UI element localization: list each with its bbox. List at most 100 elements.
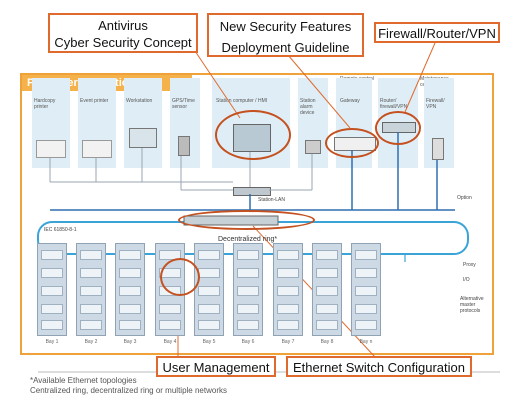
bay-slot: [80, 286, 102, 296]
bay-label: Bay 5: [202, 339, 216, 345]
bay-label: Bay 6: [241, 339, 255, 345]
bay-slot: [277, 304, 299, 314]
bay-slot: [119, 304, 141, 314]
station-computer-highlight: [215, 110, 291, 160]
gps-label: GPS/Time sensor: [172, 98, 195, 110]
gps-icon: [178, 136, 190, 156]
router-highlight: [375, 111, 421, 145]
printer-icon: [82, 140, 112, 158]
user-management-callout: User Management: [156, 356, 276, 377]
bay-slot: [316, 250, 338, 260]
printer-icon: [36, 140, 66, 158]
features-text: New Security Features: [219, 19, 352, 34]
bay-cabinet: [351, 243, 381, 336]
bay-slot: [198, 304, 220, 314]
bay-label: Bay n: [359, 339, 373, 345]
workstation-label: Workstation: [126, 98, 153, 104]
gateway-label: Gateway: [340, 98, 360, 104]
bay-slot: [237, 320, 259, 330]
gateway-highlight: [325, 128, 379, 158]
antivirus-text: Antivirus: [98, 18, 148, 33]
hardcopy-label: Hardcopy printer: [34, 98, 56, 110]
perimeter-frame: [20, 73, 494, 355]
firewall-icon: [432, 138, 444, 160]
bay-label: Bay 2: [84, 339, 98, 345]
bay-cabinet: [312, 243, 342, 336]
bay-highlight: [160, 258, 200, 296]
antivirus-callout: Antivirus Cyber Security Concept: [48, 13, 198, 53]
cyber-concept-text: Cyber Security Concept: [54, 35, 192, 50]
station-alarm-label: Station alarm device: [300, 98, 316, 116]
firewall-callout: Firewall/Router/VPN: [374, 22, 500, 43]
bay-slot: [198, 268, 220, 278]
bay-slot: [355, 250, 377, 260]
bay-slot: [159, 304, 181, 314]
bay-slot: [159, 320, 181, 330]
bay-slot: [316, 304, 338, 314]
col-workstation: [124, 78, 162, 168]
bay-slot: [41, 320, 63, 330]
bay-slot: [237, 268, 259, 278]
bay-slot: [355, 286, 377, 296]
deployment-text: Deployment Guideline: [221, 40, 350, 55]
firewall-text: Firewall/Router/VPN: [378, 26, 496, 41]
firewall-vpn-label: Firewall/ VPN: [426, 98, 445, 110]
footnote-line1: *Available Ethernet topologies: [30, 376, 137, 385]
footnote-line2: Centralized ring, decentralized ring or …: [30, 386, 227, 395]
bay-slot: [198, 320, 220, 330]
user-management-text: User Management: [162, 360, 270, 375]
router-label: Router/ firewall/VPN: [380, 98, 408, 110]
bay-cabinet: [233, 243, 263, 336]
bay-slot: [119, 250, 141, 260]
bay-cabinet: [76, 243, 106, 336]
station-lan-label: Station-LAN: [258, 197, 285, 203]
bay-cabinet: [115, 243, 145, 336]
switch-highlight: [178, 210, 315, 230]
alarm-icon: [305, 140, 321, 154]
bay-slot: [41, 286, 63, 296]
io-label: I/O: [463, 277, 470, 283]
bay-label: Bay 3: [123, 339, 137, 345]
bay-slot: [119, 286, 141, 296]
bay-label: Bay 4: [163, 339, 177, 345]
features-callout: New Security Features Deployment Guideli…: [207, 13, 364, 57]
bay-slot: [41, 304, 63, 314]
iec-label: IEC 61850-8-1: [44, 227, 77, 233]
bay-slot: [198, 286, 220, 296]
alt-protocol-label: Alternative master protocols: [460, 296, 484, 314]
bay-slot: [119, 320, 141, 330]
event-label: Event printer: [80, 98, 109, 104]
bay-slot: [277, 250, 299, 260]
bay-cabinet: [273, 243, 303, 336]
bay-slot: [316, 286, 338, 296]
bay-slot: [355, 268, 377, 278]
bay-slot: [237, 304, 259, 314]
bay-slot: [237, 286, 259, 296]
station-computer-label: Station computer / HMI: [216, 98, 268, 104]
bay-slot: [277, 320, 299, 330]
bay-cabinet: [194, 243, 224, 336]
option-label: Option: [457, 195, 472, 201]
ethernet-text: Ethernet Switch Configuration: [293, 360, 465, 375]
ethernet-callout: Ethernet Switch Configuration: [286, 356, 472, 377]
bay-slot: [80, 320, 102, 330]
bay-slot: [198, 250, 220, 260]
bay-slot: [237, 250, 259, 260]
bay-slot: [355, 320, 377, 330]
bay-slot: [316, 268, 338, 278]
bay-slot: [277, 268, 299, 278]
bay-slot: [41, 268, 63, 278]
bay-slot: [80, 250, 102, 260]
bay-slot: [80, 268, 102, 278]
station-switch-icon: [233, 187, 271, 196]
bay-cabinet: [37, 243, 67, 336]
bay-slot: [41, 250, 63, 260]
bay-slot: [277, 286, 299, 296]
bay-slot: [355, 304, 377, 314]
ring-label: Decentralized ring*: [218, 236, 278, 243]
proxy-label: Proxy: [463, 262, 476, 268]
bay-slot: [119, 268, 141, 278]
bay-slot: [316, 320, 338, 330]
bay-label: Bay 7: [281, 339, 295, 345]
bay-slot: [80, 304, 102, 314]
